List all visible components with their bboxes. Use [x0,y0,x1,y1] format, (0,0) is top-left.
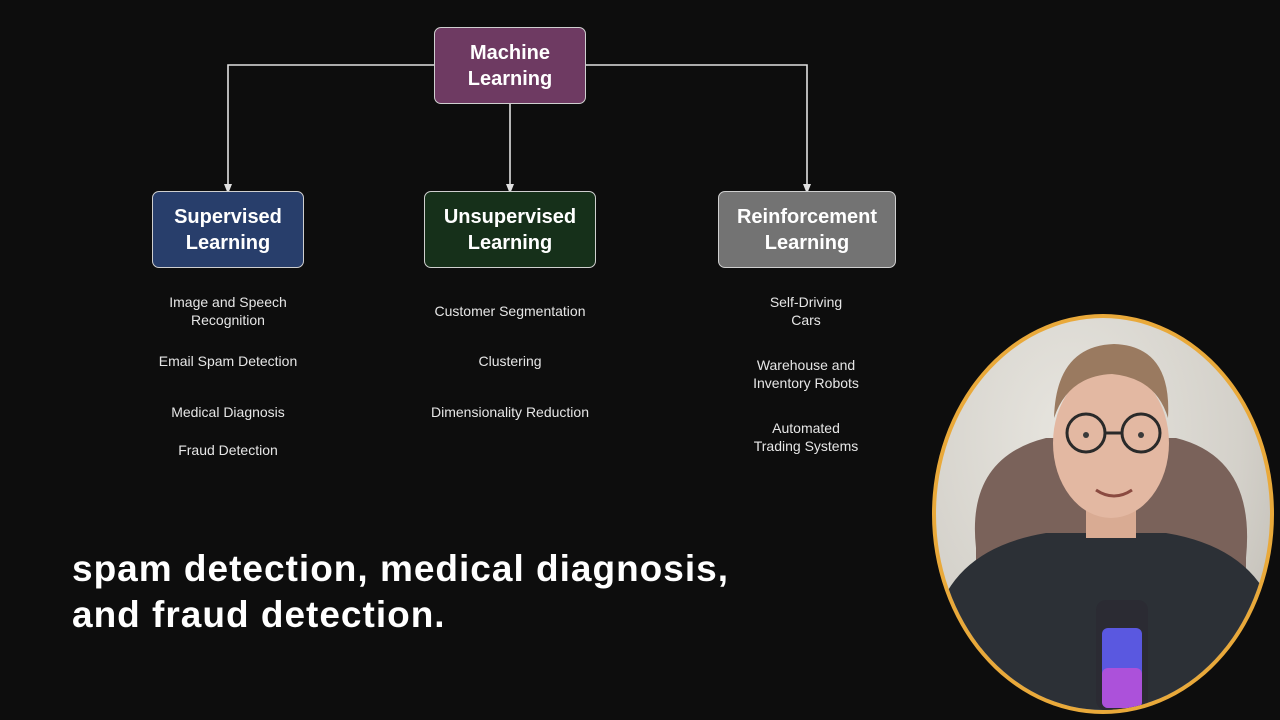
subtitle-caption: spam detection, medical diagnosis, and f… [72,546,872,638]
example-unsupervised: Customer Segmentation [434,303,586,319]
example-supervised: Image and Speech Recognition [169,294,287,328]
connector-to-supervised [224,64,434,194]
example-reinforcement: Self-Driving Cars [769,294,843,328]
subtitle-line: spam detection, medical diagnosis, [72,548,730,589]
example-unsupervised: Dimensionality Reduction [431,404,589,420]
subtitle-line: and fraud detection. [72,594,446,635]
example-supervised: Fraud Detection [178,442,278,458]
example-reinforcement: Automated Trading Systems [753,420,859,454]
connector-to-reinforcement [586,64,811,194]
node-unsupervised-learning: Unsupervised Learning [424,191,596,268]
example-supervised: Medical Diagnosis [171,404,285,420]
presenter-webcam-icon [932,314,1274,714]
node-supervised-learning: Supervised Learning [152,191,304,268]
example-reinforcement: Warehouse and Inventory Robots [753,357,859,391]
node-reinforcement-learning: Reinforcement Learning [718,191,896,268]
presenter-illustration [936,344,1270,710]
root-node-machine-learning: Machine Learning [434,27,586,104]
example-unsupervised: Clustering [478,353,542,369]
example-supervised: Email Spam Detection [158,353,298,369]
